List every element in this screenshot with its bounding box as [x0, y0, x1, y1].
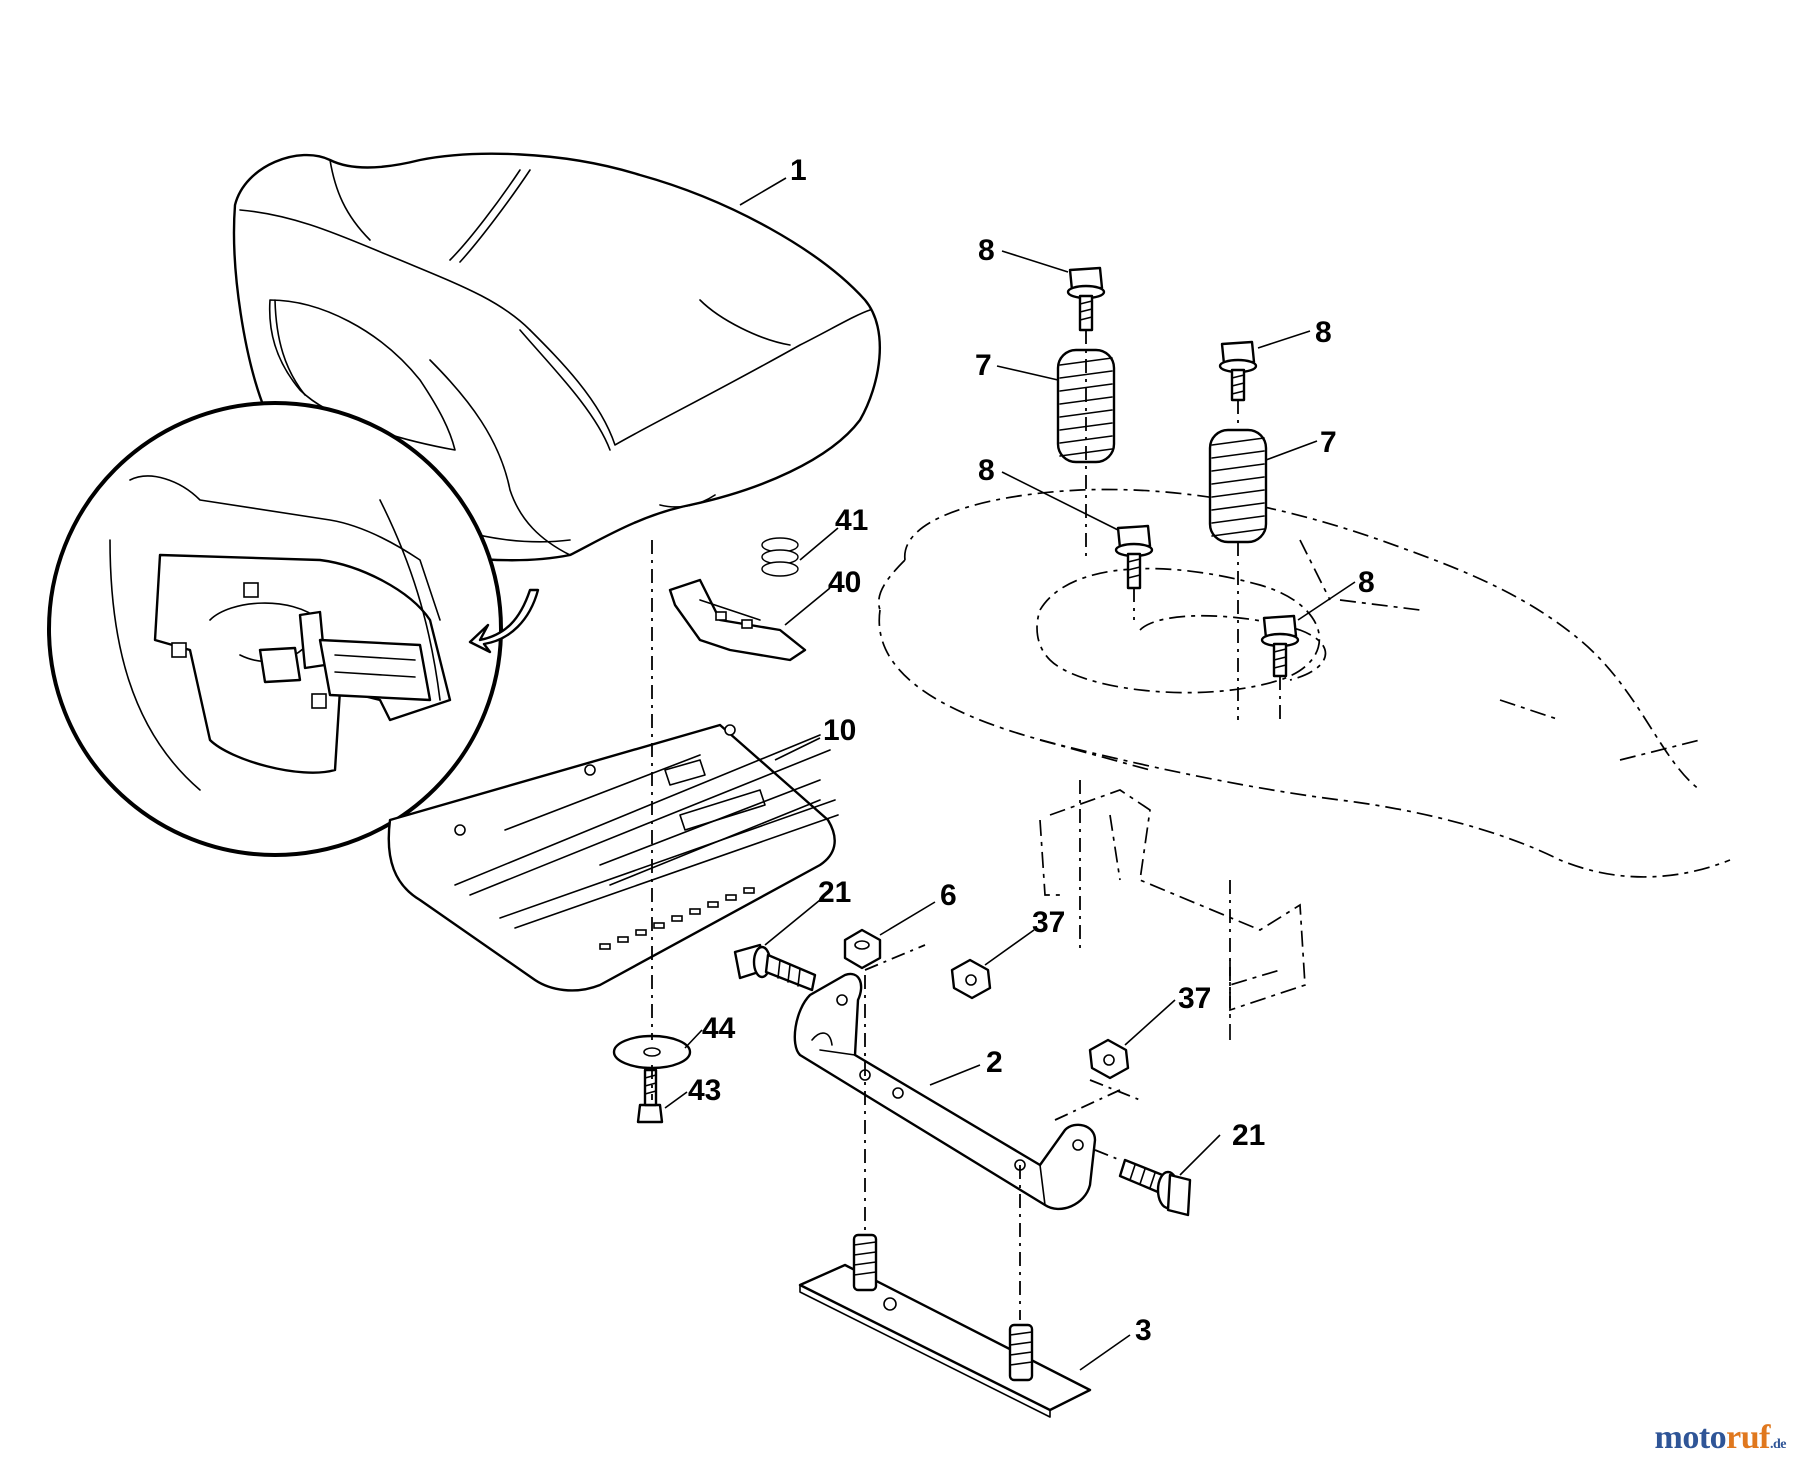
- callout-41: 41: [835, 504, 868, 537]
- callout-7-left: 7: [975, 349, 992, 382]
- assembly-lines: [651, 330, 1281, 1320]
- bolt-mid-left: [1114, 524, 1154, 590]
- leader-lines: [664, 177, 1356, 1371]
- watermark-text-a: moto: [1654, 1419, 1727, 1456]
- watermark-logo: motoruf.de: [1654, 1419, 1787, 1457]
- switch-bracket: [668, 578, 807, 662]
- bolt-mid-right: [1260, 614, 1300, 678]
- detail-inset: [47, 401, 540, 857]
- chassis-outline: [877, 488, 1731, 1040]
- callout-44: 44: [702, 1012, 736, 1045]
- shoulder-bolt-right: [1118, 1158, 1192, 1217]
- nut-37-upper: [950, 958, 992, 1000]
- callouts: 1 8 8 7 7 8 8 41 40 10 21 6 37 37 2 21 4…: [688, 154, 1375, 1347]
- seat-pan-slots: [599, 887, 755, 950]
- small-bolt: [636, 1068, 664, 1124]
- seat-bracket: [793, 972, 1097, 1211]
- callout-37-upper: 37: [1032, 906, 1065, 939]
- shoulder-bolt-left: [733, 943, 817, 992]
- nut-37-lower: [1088, 1038, 1130, 1080]
- callout-8-top-right: 8: [1315, 316, 1332, 349]
- bolt-top-left: [1066, 266, 1106, 332]
- callout-1: 1: [790, 154, 807, 187]
- callout-6: 6: [940, 879, 957, 912]
- base-plate: [798, 1233, 1092, 1418]
- callout-3: 3: [1135, 1314, 1152, 1347]
- callout-8-top-left: 8: [978, 234, 995, 267]
- nut-6: [843, 928, 882, 970]
- callout-8-mid-right: 8: [1358, 566, 1375, 599]
- callout-21-left: 21: [818, 876, 851, 909]
- watermark-text-c: .de: [1770, 1437, 1787, 1452]
- seat-pan: [387, 723, 839, 992]
- spring-right: [1208, 428, 1268, 544]
- callout-37-lower: 37: [1178, 982, 1211, 1015]
- callout-7-right: 7: [1320, 426, 1337, 459]
- washer: [612, 1034, 692, 1070]
- callout-8-mid-left: 8: [978, 454, 995, 487]
- callout-21-right: 21: [1232, 1119, 1265, 1152]
- watermark-text-b: ruf: [1726, 1419, 1770, 1456]
- small-spring: [761, 537, 799, 577]
- callout-2: 2: [986, 1046, 1003, 1079]
- callout-43: 43: [688, 1074, 721, 1107]
- callout-10: 10: [823, 714, 856, 747]
- bolt-top-right: [1218, 340, 1258, 402]
- callout-40: 40: [828, 566, 861, 599]
